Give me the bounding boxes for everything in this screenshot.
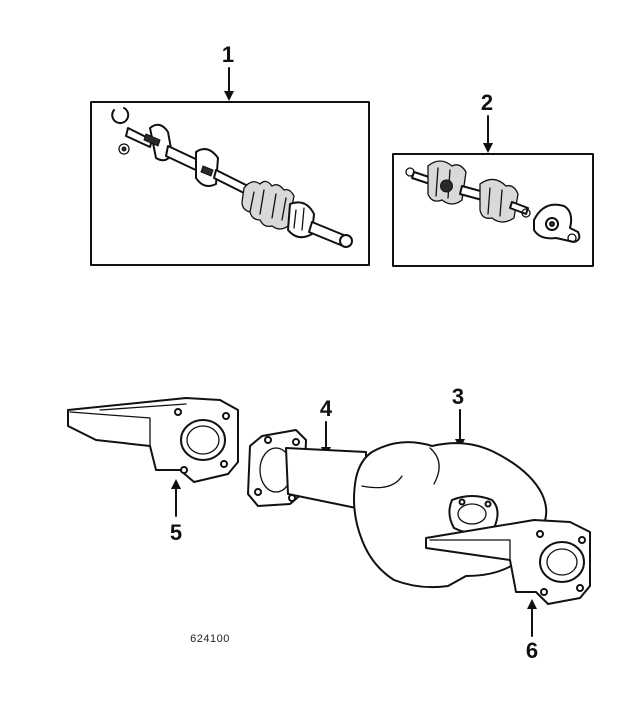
callout-1-label: 1 [222, 42, 234, 67]
cv-boot [241, 180, 295, 230]
bracket-right-bore [539, 541, 585, 583]
catalog-number: 624100 [190, 633, 230, 645]
mount-bracket-left [67, 397, 239, 483]
nut-icon [118, 143, 130, 155]
shaft-bar [213, 169, 249, 195]
snap-ring-icon [111, 107, 130, 125]
drive-shaft-right-drawing [405, 160, 581, 243]
callout-3-label: 3 [452, 384, 464, 409]
callout-5-label: 5 [170, 520, 182, 545]
part-1-group: 1 [90, 42, 370, 266]
part-4-group: 4 [247, 396, 367, 511]
callout-2-label: 2 [481, 90, 493, 115]
part-2-group: 2 [392, 90, 594, 267]
cv-boot-right [479, 178, 519, 223]
callout-4-label: 4 [320, 396, 333, 421]
callout-6-label: 6 [526, 638, 538, 663]
drive-shaft-left-drawing [111, 107, 353, 248]
washer-icon [521, 208, 531, 218]
mount-bracket-right [425, 519, 591, 605]
part-1-box [90, 101, 370, 266]
part-5-group: 5 [67, 397, 239, 545]
part-2-box [392, 153, 594, 267]
part-6-group: 6 [425, 519, 591, 663]
